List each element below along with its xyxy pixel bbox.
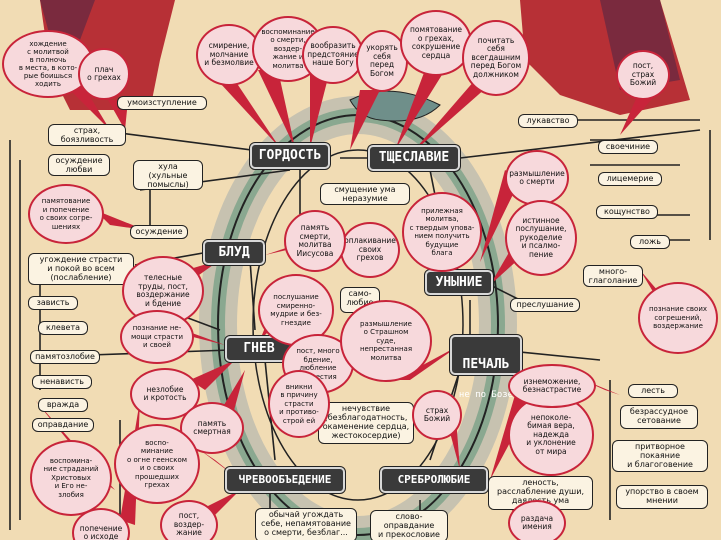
- central-ring-inner-line: [252, 149, 464, 501]
- virtue-knowledge-weakness: познание не- мощи страсти и своей: [120, 310, 194, 364]
- passion-avarice: СРЕБРОЛЮБИЕ: [379, 466, 489, 494]
- box-blasphemy: хула (хульные помыслы): [133, 160, 203, 190]
- box-slander: клевета: [38, 321, 88, 335]
- virtue-reflect-death: размышление о смерти: [505, 150, 569, 206]
- virtue-know-sins: познание своих согрешений, воздержание: [638, 282, 718, 354]
- virtue-resist-cause: вникни в причину страсти и противо- стро…: [268, 370, 330, 438]
- box-please-self: обычай угождать себе, непамятование о см…: [255, 508, 357, 540]
- box-hopeless: безрассудное сетование: [620, 405, 698, 429]
- box-rancor: памятозлобие: [30, 350, 100, 364]
- box-enmity: вражда: [38, 398, 88, 412]
- virtue-fast-fear: пост, страх Божий: [616, 50, 670, 100]
- virtue-honor-debt: почитать себя всегдашним перед Богом дол…: [462, 20, 530, 96]
- virtue-reflect-judgement: размышление о Страшном суде, непрестанна…: [340, 300, 432, 382]
- virtue-recall-gehenna: воспо- минание о огне геенском и о своих…: [114, 424, 200, 504]
- passion-anger: ГНЕВ: [224, 335, 294, 363]
- virtue-glorify: вообразить предстояние наше Богу: [302, 26, 364, 84]
- box-stubborn: упорство в своем мнении: [616, 485, 708, 509]
- box-flattery: лесть: [628, 384, 678, 398]
- box-envy: зависть: [28, 296, 78, 310]
- box-confusion: смущение ума неразумие: [320, 183, 410, 205]
- box-sacrilege: кощунство: [596, 205, 658, 219]
- box-verbosity: много- глаголание: [583, 265, 643, 287]
- box-please-passions: угождение страсти и покой во всем (посла…: [28, 253, 134, 285]
- box-self-justify: слово- оправдание и прекословие: [370, 510, 448, 540]
- box-insensibility: нечувствие (безблагодатность, окаменение…: [318, 402, 414, 444]
- passion-pride: ГОРДОСТЬ: [249, 142, 331, 170]
- passion-vainglory: ТЩЕСЛАВИЕ: [367, 144, 461, 172]
- virtue-cry-sins: плач о грехах: [78, 48, 130, 100]
- virtue-unshaken-faith: непоколе- бимая вера, надежда и уклонени…: [508, 394, 594, 476]
- virtue-memory-jesus: память смерти, молитва Иисусова: [284, 210, 346, 272]
- passion-fornication: БЛУД: [202, 239, 266, 266]
- box-condemnation: осуждение: [130, 225, 188, 239]
- box-lie: ложь: [630, 235, 670, 249]
- virtue-weep-sins: оплакивание своих грехов: [340, 222, 400, 278]
- virtue-almsgiving: раздача имения: [508, 500, 566, 540]
- passion-gluttony: ЧРЕВООБЪЕДЕНИЕ: [224, 466, 346, 494]
- box-false-repent: притворное покаяние и благоговение: [612, 440, 708, 472]
- virtue-true-obedience: истинное послушание, рукоделие и псалмо-…: [505, 200, 577, 276]
- box-hatred: ненависть: [32, 375, 92, 389]
- box-craftiness: лукавство: [518, 114, 578, 128]
- virtue-fast-abstain: пост, воздер- жание: [160, 500, 218, 540]
- passion-sorrow-title: ПЕЧАЛЬ: [462, 357, 510, 372]
- virtue-humility: смирение, молчание и безмолвие: [196, 24, 262, 86]
- passion-sorrow-sub: не по Бозе: [458, 390, 514, 400]
- virtue-prayer-hope: прилежная молитва, с твердым упова- нием…: [402, 192, 482, 272]
- virtue-attention-self: памятование и попечение о своих согре- ш…: [28, 184, 104, 244]
- box-disobedience: преслушание: [510, 298, 580, 312]
- box-condemn-love: осуждение любви: [48, 154, 110, 176]
- passion-despondency: УНЫНИЕ: [424, 269, 494, 296]
- box-imagination: умоизступление: [117, 96, 207, 110]
- virtue-exhaustion: изнеможение, безнастрастие: [508, 364, 596, 408]
- box-hypocrisy: лицемерие: [598, 172, 662, 186]
- box-fear-cowardice: страх, боязливость: [48, 124, 126, 146]
- box-self-will: своечиние: [598, 140, 658, 154]
- passion-sorrow: ПЕЧАЛЬ не по Бозе: [449, 334, 523, 400]
- box-justification: оправдание: [32, 418, 94, 432]
- virtue-recall-christ: воспомина- ние страданий Христовых и Его…: [30, 440, 112, 516]
- virtue-care-departure: попечение о исходе: [72, 508, 130, 540]
- virtue-remember-sins: помятование о грехах, сокрушение сердца: [400, 10, 472, 76]
- virtue-fear-god: страх Божий: [412, 390, 462, 440]
